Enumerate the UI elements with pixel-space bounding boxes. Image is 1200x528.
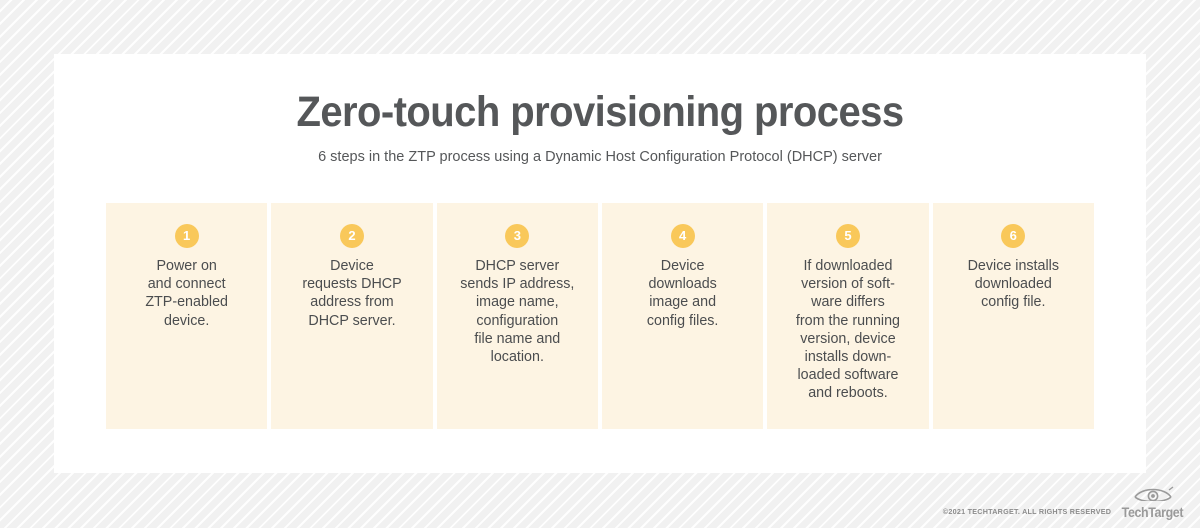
footer: ©2021 TECHTARGET. ALL RIGHTS RESERVED Te…: [943, 484, 1186, 524]
step-panel-3: 3 DHCP server sends IP address, image na…: [436, 203, 598, 429]
infographic-card: Zero-touch provisioning process 6 steps …: [54, 54, 1146, 473]
step-number-badge: 1: [174, 224, 199, 248]
step-panel-5: 5 If downloaded version of soft- ware di…: [767, 203, 929, 429]
eye-icon: [1132, 484, 1174, 506]
step-panel-4: 4 Device downloads image and config file…: [601, 203, 764, 429]
step-panel-6: 6 Device installs downloaded config file…: [932, 203, 1094, 429]
step-description: DHCP server sends IP address, image name…: [460, 258, 575, 366]
step-number-badge: 4: [670, 224, 695, 248]
step-number-badge: 3: [505, 224, 530, 248]
step-description: Device installs downloaded config file.: [967, 258, 1059, 311]
step-number-badge: 2: [339, 224, 364, 248]
step-description: If downloaded version of soft- ware diff…: [795, 258, 901, 402]
techtarget-logo: TechTarget: [1119, 484, 1186, 520]
copyright-notice: ©2021 TECHTARGET. ALL RIGHTS RESERVED: [942, 507, 1112, 516]
step-description: Device downloads image and config files.: [646, 258, 719, 329]
step-number-badge: 6: [1001, 224, 1026, 248]
step-number-badge: 5: [835, 224, 860, 248]
page-title: Zero-touch provisioning process: [296, 88, 904, 136]
page-subtitle: 6 steps in the ZTP process using a Dynam…: [318, 149, 882, 165]
step-description: Power on and connect ZTP-enabled device.: [145, 258, 228, 329]
step-panel-2: 2 Device requests DHCP address from DHCP…: [271, 203, 433, 429]
logo-wordmark: TechTarget: [1121, 505, 1184, 520]
steps-container: 1 Power on and connect ZTP-enabled devic…: [106, 203, 1094, 429]
step-panel-1: 1 Power on and connect ZTP-enabled devic…: [106, 203, 268, 429]
step-description: Device requests DHCP address from DHCP s…: [302, 258, 402, 329]
